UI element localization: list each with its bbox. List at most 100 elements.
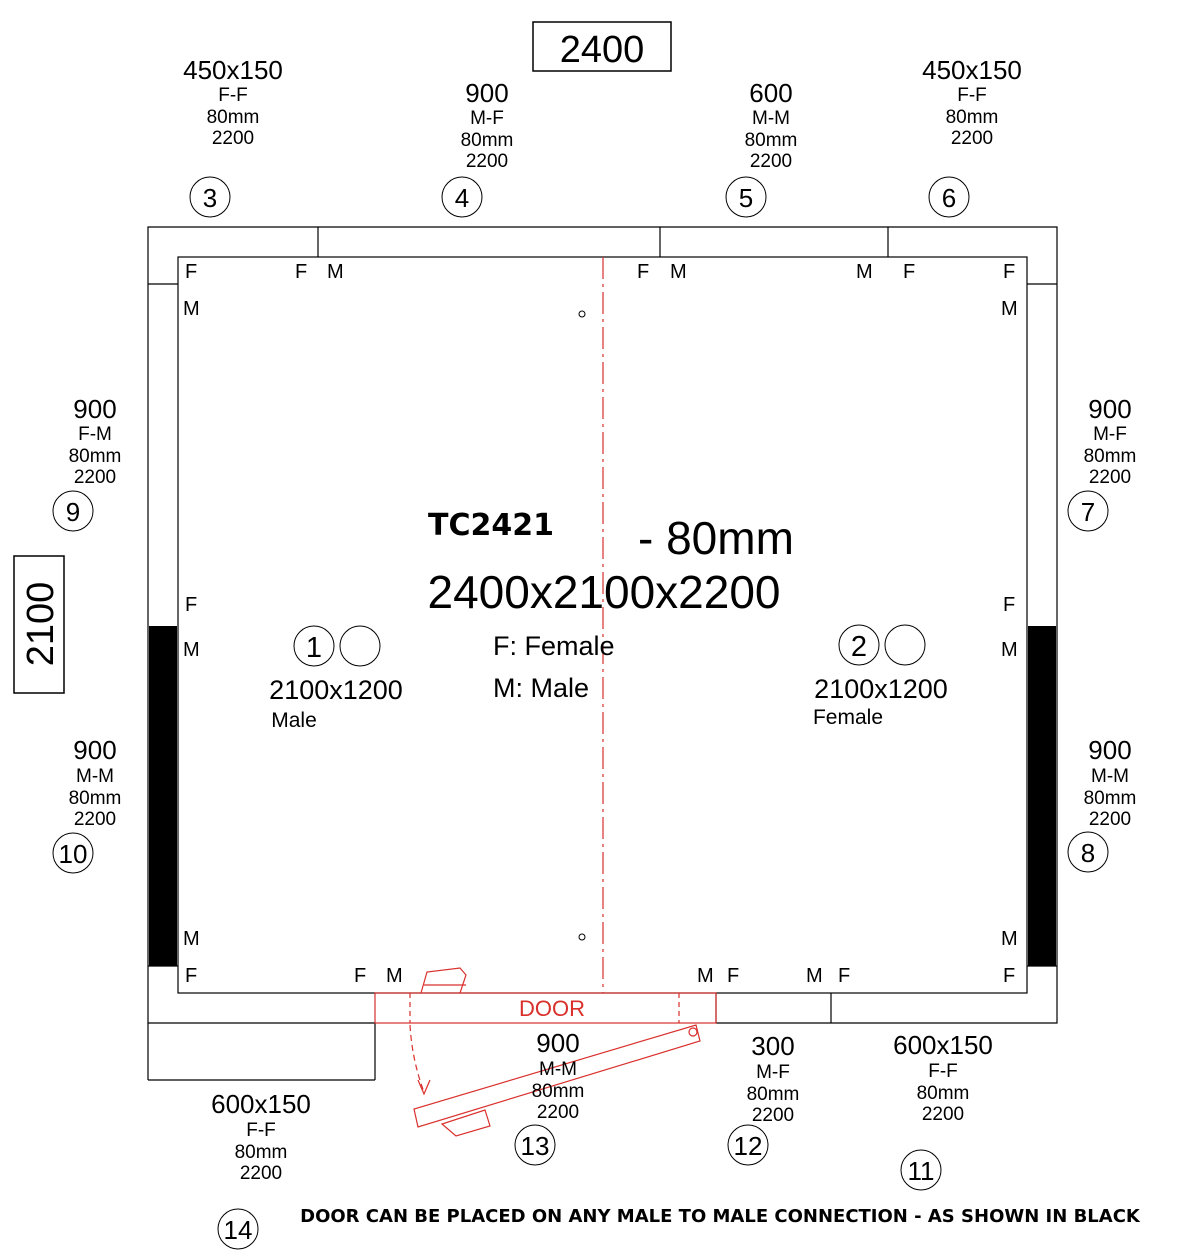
panel-5-thick: 80mm [745, 130, 798, 151]
panel-1-type: Male [271, 709, 317, 732]
panel-7-thick: 80mm [1084, 446, 1137, 467]
panel-3-height: 2200 [212, 128, 254, 149]
marker-dot-top [578, 310, 586, 318]
wall-panel-7: 900 M-F 80mm 2200 7 [1067, 394, 1137, 532]
panel-5-conn: M-M [752, 108, 790, 129]
panel-7-height: 2200 [1089, 467, 1131, 488]
panel-9-conn: F-M [78, 424, 112, 445]
wall-panel-5: 600 M-M 80mm 2200 5 [725, 78, 798, 218]
connector-f: F [185, 594, 197, 616]
connector-m: M [183, 928, 200, 950]
depth-dimension-box [13, 555, 65, 694]
door-placement-note: DOOR CAN BE PLACED ON ANY MALE TO MALE C… [300, 1206, 1141, 1227]
black-panel-right [1028, 626, 1056, 966]
connector-f: F [1003, 594, 1015, 616]
connector-f: F [838, 965, 850, 987]
panel-11-number: 11 [908, 1156, 935, 1186]
panel-9-height: 2200 [74, 467, 116, 488]
panel-10-height: 2200 [74, 809, 116, 830]
panel-3-thick: 80mm [207, 107, 260, 128]
panel-11-circle [900, 1149, 942, 1191]
panel-4-number: 4 [455, 183, 469, 213]
panel-6-height: 2200 [951, 128, 993, 149]
panel-11-thick: 80mm [917, 1083, 970, 1104]
panel-3-number: 3 [203, 183, 217, 213]
panel-8-thick: 80mm [1084, 788, 1137, 809]
connector-m: M [1001, 928, 1018, 950]
door-drawing [374, 967, 717, 1137]
width-dimension-box [532, 21, 672, 72]
panel-3-size: 450x150 [183, 55, 283, 85]
panel-13-height: 2200 [537, 1102, 579, 1123]
connector-m: M [670, 261, 687, 283]
connector-f: F [354, 965, 366, 987]
panel-13-size: 900 [536, 1028, 579, 1058]
panel-9-thick: 80mm [69, 446, 122, 467]
panel-7-size: 900 [1088, 394, 1131, 424]
panel-6-size: 450x150 [922, 55, 1022, 85]
panel-6-conn: F-F [957, 85, 987, 106]
wall-panel-4: 900 M-F 80mm 2200 4 [441, 78, 514, 218]
panel-9-number: 9 [66, 497, 80, 527]
marker-dot-bottom [578, 933, 586, 941]
panel-11-conn: F-F [928, 1061, 958, 1082]
panel-4-thick: 80mm [461, 130, 514, 151]
panel-4-conn: M-F [470, 108, 504, 129]
wall-panel-14: 600x150 F-F 80mm 2200 14 [211, 1089, 311, 1250]
panel-4-circle [441, 176, 483, 218]
connector-m: M [697, 965, 714, 987]
panel-7-conn: M-F [1093, 424, 1127, 445]
panel-2-number: 2 [851, 631, 867, 663]
panel-11-height: 2200 [922, 1104, 964, 1125]
panel-12-number: 12 [734, 1131, 763, 1161]
panel-14-conn: F-F [246, 1120, 276, 1141]
dimensions-label: 2400x2100x2200 [428, 566, 781, 618]
connector-f: F [185, 261, 197, 283]
panel-12-size: 300 [751, 1031, 794, 1061]
connector-f: F [185, 965, 197, 987]
panel-3-conn: F-F [218, 85, 248, 106]
connector-f: F [1003, 965, 1015, 987]
connector-f: F [637, 261, 649, 283]
thickness-label: - 80mm [638, 512, 794, 564]
width-dimension-label: 2400 [560, 29, 645, 71]
wall-panel-12: 300 M-F 80mm 2200 12 [727, 1031, 800, 1166]
connector-m: M [806, 965, 823, 987]
legend-female: F: Female [493, 631, 615, 661]
panel-8-conn: M-M [1091, 766, 1129, 787]
panel-8-circle [1067, 831, 1109, 873]
model-label: TC2421 [428, 508, 554, 543]
panel-9-size: 900 [73, 394, 116, 424]
panel-13-conn: M-M [539, 1059, 577, 1080]
panel-14-size: 600x150 [211, 1089, 311, 1119]
panel-12-conn: M-F [756, 1062, 790, 1083]
connector-m: M [1001, 639, 1018, 661]
wall-panel-9: 900 F-M 80mm 2200 9 [52, 394, 122, 532]
panel-8-height: 2200 [1089, 809, 1131, 830]
door-label: DOOR [519, 996, 585, 1021]
connector-m: M [856, 261, 873, 283]
connector-m: M [183, 639, 200, 661]
panel-10-circle [52, 832, 94, 874]
panel-10-thick: 80mm [69, 788, 122, 809]
panel-10-number: 10 [59, 839, 88, 869]
panel-6-circle [928, 176, 970, 218]
panel-10-conn: M-M [76, 766, 114, 787]
wall-panel-3: 450x150 F-F 80mm 2200 3 [183, 55, 283, 218]
panel-3-circle [189, 176, 231, 218]
panel-2-type: Female [813, 706, 883, 729]
panel-1-circle-empty [339, 625, 381, 667]
black-panel-left [149, 626, 177, 966]
panel-10-size: 900 [73, 735, 116, 765]
panel-12-thick: 80mm [747, 1084, 800, 1105]
connector-m: M [1001, 298, 1018, 320]
wall-panel-6: 450x150 F-F 80mm 2200 6 [922, 55, 1022, 218]
panel-13-thick: 80mm [532, 1081, 585, 1102]
panel-6-thick: 80mm [946, 107, 999, 128]
panel-8-size: 900 [1088, 735, 1131, 765]
panel-1-size: 2100x1200 [269, 675, 403, 705]
panel-2-circle [838, 624, 880, 666]
connector-f: F [1003, 261, 1015, 283]
legend-male: M: Male [493, 673, 589, 703]
